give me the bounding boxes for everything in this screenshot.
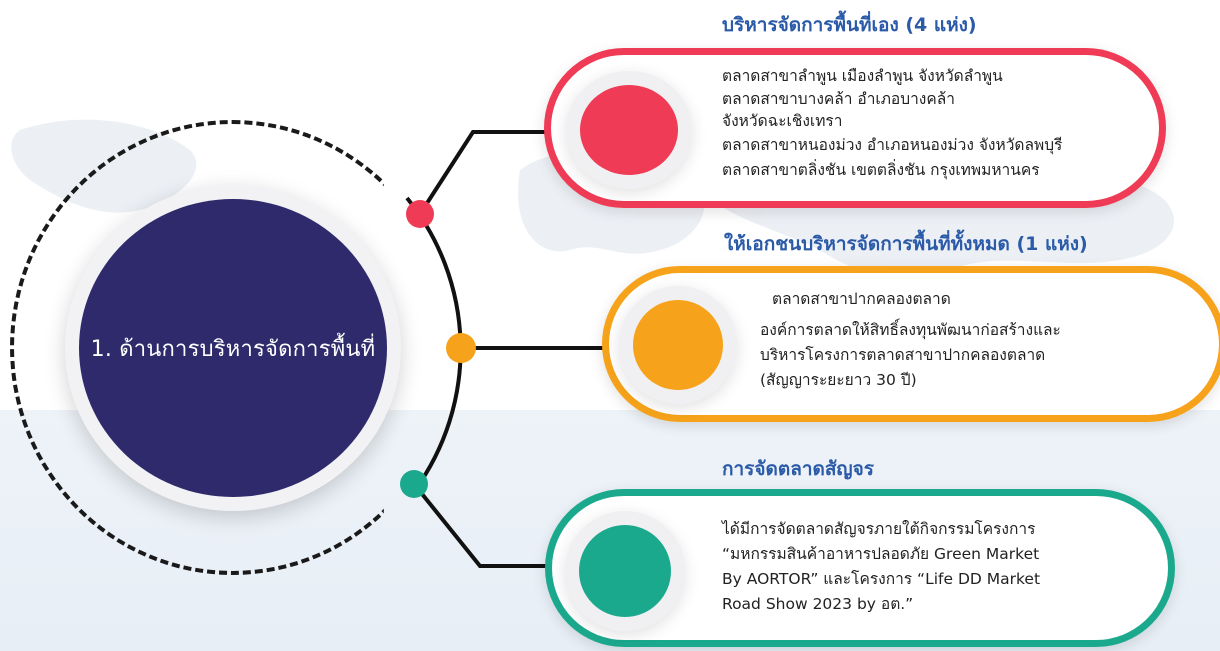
branch-2-text: องค์การตลาดให้สิทธิ์ลงทุนพัฒนาก่อสร้างแล… (760, 318, 1061, 393)
branch-2-subtitle: ตลาดสาขาปากคลองตลาด (772, 290, 951, 308)
branch-1-heading: บริหารจัดการพื้นที่เอง (4 แห่ง) (722, 14, 977, 36)
branch-3-text: ได้มีการจัดตลาดสัญจรภายใต้กิจกรรมโครงการ… (722, 517, 1040, 617)
branch-3-line: By AORTOR” และโครงการ “Life DD Market (722, 570, 1041, 588)
branch-3-node-dot (400, 470, 428, 498)
branch-3-line: ได้มีการจัดตลาดสัญจรภายใต้กิจกรรมโครงการ (722, 520, 1036, 538)
branch-2-node-dot (446, 333, 476, 363)
branch-1-text: ตลาดสาขาลำพูน เมืองลำพูน จังหวัดลำพูน ตล… (722, 64, 1062, 183)
branch-3-heading: การจัดตลาดสัญจร (722, 458, 874, 480)
branch-1-line: ตลาดสาขาตลิ่งชัน เขตตลิ่งชัน กรุงเทพมหาน… (722, 161, 1040, 179)
branch-2-line: บริหารโครงการตลาดสาขาปากคลองตลาด (760, 346, 1046, 364)
branch-3-line: Road Show 2023 by อต.” (722, 595, 914, 613)
branch-3-line: “มหกรรมสินค้าอาหารปลอดภัย Green Market (722, 545, 1040, 563)
branch-2-line: องค์การตลาดให้สิทธิ์ลงทุนพัฒนาก่อสร้างแล… (760, 321, 1061, 339)
branch-1-line: ตลาดสาขาบางคล้า อำเภอบางคล้า (722, 90, 955, 108)
connector-branch-3 (412, 482, 556, 568)
branch-2-heading: ให้เอกชนบริหารจัดการพื้นที่ทั้งหมด (1 แห… (724, 233, 1088, 255)
main-circle: 1. ด้านการบริหารจัดการพื้นที่ (79, 199, 387, 497)
branch-2-disc (633, 300, 723, 390)
branch-2-line: (สัญญาระยะยาว 30 ปี) (760, 371, 917, 389)
connector-branch-1 (418, 130, 555, 216)
branch-1-disc (580, 85, 678, 175)
branch-1-line: ตลาดสาขาลำพูน เมืองลำพูน จังหวัดลำพูน (722, 67, 1003, 85)
branch-1-line: ตลาดสาขาหนองม่วง อำเภอหนองม่วง จังหวัดลพ… (722, 136, 1063, 154)
branch-1-node-dot (406, 200, 434, 228)
branch-1-line: จังหวัดฉะเชิงเทรา (722, 112, 843, 130)
main-title: 1. ด้านการบริหารจัดการพื้นที่ (90, 336, 376, 362)
branch-3-disc (579, 525, 671, 617)
